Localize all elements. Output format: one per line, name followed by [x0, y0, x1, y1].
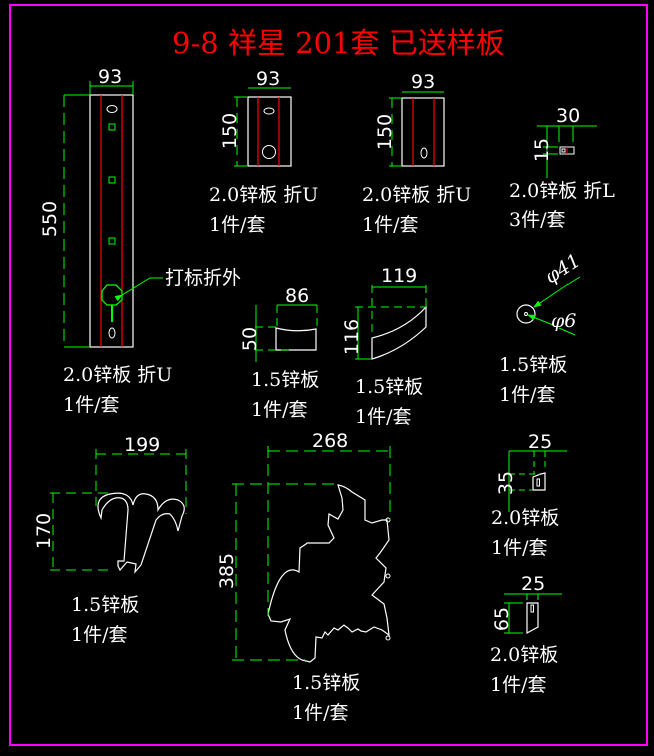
- mark-square: [108, 176, 116, 184]
- part-4-material-label: 2.0锌板 折L: [509, 180, 615, 202]
- mark-square: [561, 148, 566, 153]
- part-5-height-label: 50: [239, 326, 262, 352]
- part-8-qty-label: 1件/套: [71, 624, 128, 646]
- part-4-qty-label: 3件/套: [509, 209, 566, 231]
- part-8-outline: [97, 492, 185, 574]
- part-3-drawing: [389, 91, 445, 167]
- slot-hole: [530, 604, 534, 613]
- part-8-height-label: 170: [33, 512, 56, 550]
- part-9-material-label: 1.5锌板: [292, 672, 361, 694]
- round-hole: [262, 145, 276, 159]
- part-5-width-label: 86: [285, 285, 310, 307]
- part-1-note-label: 打标折外: [165, 267, 242, 289]
- leader-line: [566, 276, 581, 286]
- part-2-material-label: 2.0锌板 折U: [209, 184, 319, 206]
- part-5-outline: [275, 327, 317, 351]
- mark-octagon: [101, 284, 123, 306]
- part-2-drawing: [234, 87, 292, 167]
- part-9-width-label: 268: [312, 430, 349, 452]
- mount-hole: [385, 635, 391, 641]
- part-5-material-label: 1.5锌板: [251, 369, 320, 391]
- part-2-outline: [247, 96, 292, 167]
- part-11-width-label: 25: [521, 573, 546, 595]
- part-2-width-label: 93: [256, 68, 281, 90]
- leader-line: [558, 327, 576, 336]
- slot-hole: [420, 147, 428, 159]
- part-5-qty-label: 1件/套: [251, 399, 308, 421]
- leader-line: [533, 283, 569, 308]
- part-7-inner-hole: [524, 312, 528, 316]
- part-6-qty-label: 1件/套: [355, 406, 412, 428]
- part-1-qty-label: 1件/套: [63, 394, 120, 416]
- part-10-width-label: 25: [528, 431, 553, 453]
- part-1-width-label: 93: [98, 66, 123, 88]
- part-9-outline: [267, 484, 390, 663]
- part-7-inner-diameter-label: φ6: [551, 310, 577, 332]
- part-11-height-label: 65: [491, 606, 514, 632]
- leader-line: [114, 277, 163, 302]
- part-4-width-label: 30: [556, 105, 581, 127]
- part-8-width-label: 199: [124, 434, 161, 456]
- slot-hole: [106, 105, 118, 113]
- part-6-height-label: 116: [341, 318, 364, 356]
- part-4-drawing: [537, 125, 597, 178]
- part-1-material-label: 2.0锌板 折U: [63, 364, 173, 386]
- part-1-drawing: [63, 81, 163, 348]
- part-6-material-label: 1.5锌板: [355, 376, 424, 398]
- slot-hole: [536, 478, 540, 487]
- part-8-drawing: [50, 449, 187, 574]
- mark-square: [108, 237, 116, 245]
- slot-hole: [263, 107, 275, 115]
- part-3-qty-label: 1件/套: [362, 214, 419, 236]
- mount-hole: [385, 573, 391, 579]
- part-7-qty-label: 1件/套: [499, 384, 556, 406]
- part-6-drawing: [355, 285, 427, 360]
- part-7-drawing: [516, 276, 581, 336]
- part-6-width-label: 119: [381, 265, 418, 287]
- part-2-qty-label: 1件/套: [209, 214, 266, 236]
- part-7-material-label: 1.5锌板: [499, 354, 568, 376]
- leader-line: [527, 314, 554, 326]
- part-3-width-label: 93: [411, 71, 436, 93]
- part-9-drawing: [232, 446, 391, 663]
- part-7-outer-circle: [516, 304, 536, 324]
- part-8-material-label: 1.5锌板: [71, 594, 140, 616]
- part-1-height-label: 550: [39, 200, 62, 238]
- part-3-height-label: 150: [374, 113, 397, 151]
- part-5-drawing: [255, 304, 318, 362]
- part-11-material-label: 2.0锌板: [490, 644, 559, 666]
- drawing-frame: [9, 4, 648, 746]
- part-3-outline: [401, 97, 445, 167]
- part-10-material-label: 2.0锌板: [491, 507, 560, 529]
- part-11-qty-label: 1件/套: [490, 674, 547, 696]
- part-11-drawing: [504, 593, 562, 635]
- part-11-outline: [526, 602, 539, 635]
- part-10-qty-label: 1件/套: [491, 537, 548, 559]
- slot-hole: [108, 327, 116, 339]
- part-1-outline: [89, 94, 134, 348]
- part-9-qty-label: 1件/套: [292, 702, 349, 724]
- part-6-outline: [371, 305, 427, 360]
- part-4-height-label: 15: [531, 137, 554, 163]
- part-9-height-label: 385: [216, 552, 239, 590]
- mark-square: [108, 123, 116, 131]
- part-2-height-label: 150: [219, 112, 242, 150]
- part-10-drawing: [508, 450, 567, 512]
- drawing-title: 9-8 祥星 201套 已送样板: [172, 26, 505, 60]
- part-3-material-label: 2.0锌板 折U: [362, 184, 472, 206]
- part-10-height-label: 35: [495, 470, 518, 496]
